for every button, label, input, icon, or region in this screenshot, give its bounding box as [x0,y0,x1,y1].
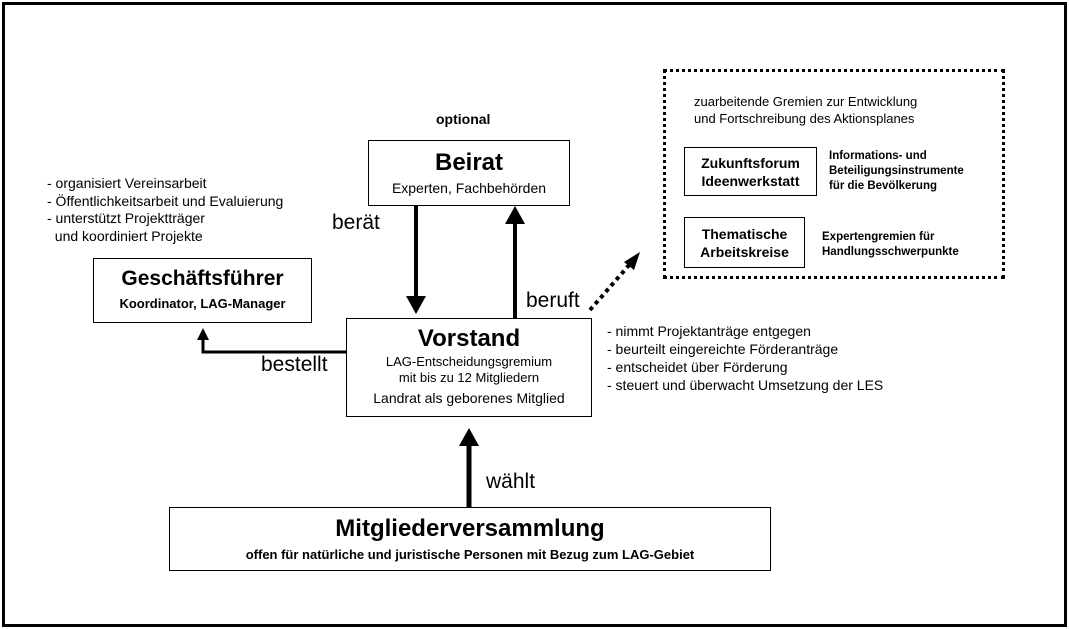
gremien-intro-line1: zuarbeitende Gremien zur Entwicklung [694,94,918,109]
task-item: - nimmt Projektanträge entgegen [607,323,811,339]
task-item: - Öffentlichkeitsarbeit und Evaluierung [47,192,284,209]
mitgliederversammlung-box: Mitgliederversammlung offen für natürlic… [169,507,771,571]
label-beraet: berät [332,211,380,234]
desc-line: Expertengremien für [822,231,935,243]
zukunftsforum-line2: Ideenwerkstatt [701,173,800,189]
mitgliederversammlung-subtitle: offen für natürliche und juristische Per… [245,547,695,562]
task-item: - steuert und überwacht Umsetzung der LE… [607,377,884,393]
desc-line: für die Bevölkerung [829,180,937,192]
desc-line: Informations- und [829,150,927,162]
arbeitskreise-box: Thematische Arbeitskreise [684,217,805,268]
geschaeftsfuehrer-tasks: - organisiert Vereinsarbeit - Öffentlich… [47,175,283,245]
task-item: - entscheidet über Förderung [607,359,788,375]
task-item: und koordiniert Projekte [47,227,203,244]
arrow-bestellt [197,328,346,354]
geschaeftsfuehrer-title: Geschäftsführer [121,267,284,290]
arbeitskreise-desc: Expertengremien für Handlungsschwerpunkt… [822,230,959,260]
gremien-intro-line2: und Fortschreibung des Aktionsplanes [694,111,915,126]
label-bestellt: bestellt [261,353,328,376]
geschaeftsfuehrer-box: Geschäftsführer Koordinator, LAG-Manager [93,258,312,323]
gremien-box: zuarbeitende Gremien zur Entwicklung und… [663,69,1005,279]
task-item: - beurteilt eingereichte Förderanträge [607,341,839,357]
vorstand-line3: Landrat als geborenes Mitglied [373,390,565,406]
mitgliederversammlung-title: Mitgliederversammlung [335,515,605,542]
zukunftsforum-desc: Informations- und Beteiligungsinstrument… [829,149,964,194]
beirat-box: Beirat Experten, Fachbehörden [368,140,570,206]
geschaeftsfuehrer-subtitle: Koordinator, LAG-Manager [119,296,286,311]
task-item: - unterstützt Projektträger [47,210,205,226]
zukunftsforum-box: Zukunftsforum Ideenwerkstatt [684,147,817,196]
task-item: - organisiert Vereinsarbeit [47,175,207,191]
vorstand-tasks: - nimmt Projektanträge entgegen - beurte… [607,322,883,394]
arrow-beruft [505,206,525,318]
arrow-beraet [406,206,426,314]
label-beruft: beruft [526,289,580,312]
vorstand-line1: LAG-Entscheidungsgremium [385,354,553,369]
vorstand-box: Vorstand LAG-Entscheidungsgremium mit bi… [346,318,592,417]
arrow-dotted-gremien [588,252,640,312]
beirat-title: Beirat [434,149,504,176]
gremien-intro: zuarbeitende Gremien zur Entwicklung und… [694,93,917,127]
arbeitskreise-line2: Arbeitskreise [700,244,789,260]
beirat-subtitle: Experten, Fachbehörden [391,180,547,196]
arrow-waehlt [459,428,479,508]
vorstand-title: Vorstand [417,325,521,352]
optional-label: optional [436,111,491,127]
label-waehlt: wählt [486,470,536,493]
arbeitskreise-line1: Thematische [701,226,788,242]
zukunftsforum-line1: Zukunftsforum [701,155,800,171]
desc-line: Beteiligungsinstrumente [829,165,964,177]
desc-line: Handlungsschwerpunkte [822,246,959,258]
vorstand-line2: mit bis zu 12 Mitgliedern [398,370,540,385]
